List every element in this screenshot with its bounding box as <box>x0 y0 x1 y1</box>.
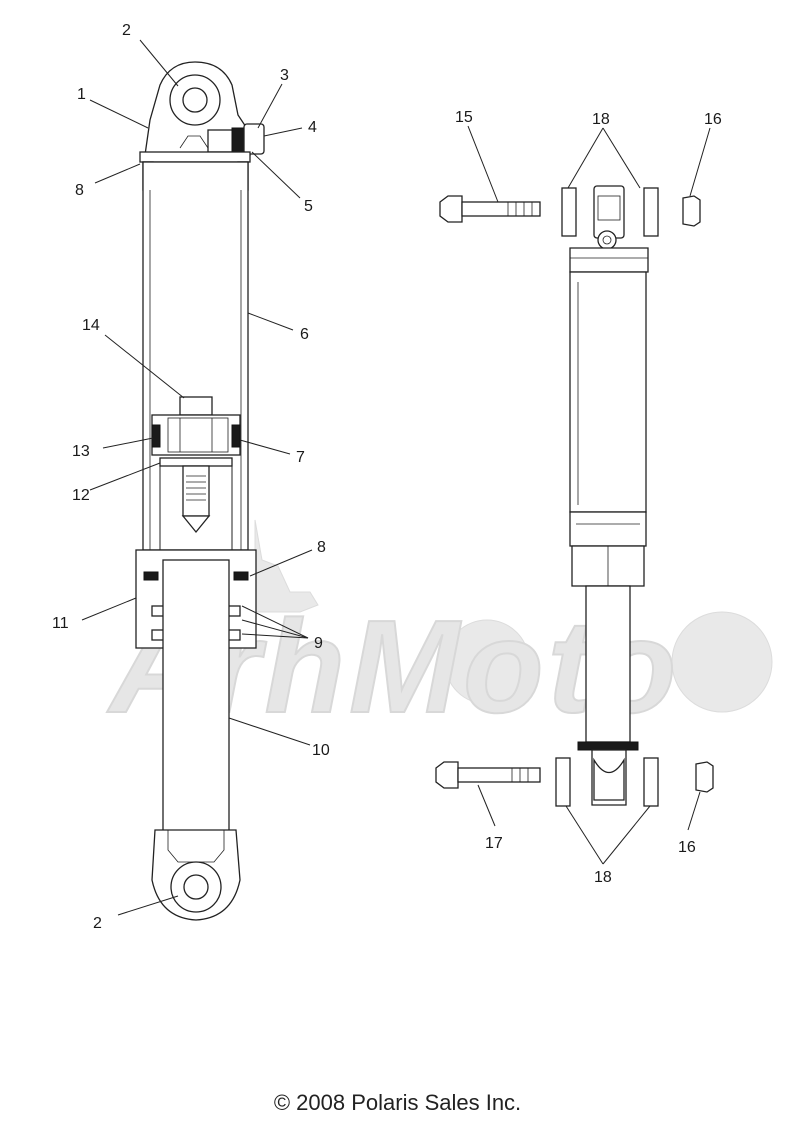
callout-8-bottom: 8 <box>317 539 326 556</box>
callout-8-top: 8 <box>75 182 84 199</box>
spacer-18-top-right <box>643 187 659 237</box>
callout-2-top: 2 <box>122 22 131 39</box>
shaft <box>585 585 631 743</box>
callout-11: 11 <box>52 615 69 632</box>
callout-17: 17 <box>485 835 503 852</box>
callout-5: 5 <box>304 198 313 215</box>
callout-14: 14 <box>82 317 100 334</box>
leader-lines <box>81 39 711 916</box>
callout-3: 3 <box>280 67 289 84</box>
outer-body <box>569 271 647 513</box>
callout-18-top: 18 <box>592 111 610 128</box>
top-clevis <box>593 185 625 239</box>
spacer-18-bottom-right <box>643 757 659 807</box>
callout-16-bottom: 16 <box>678 839 696 856</box>
callout-15: 15 <box>455 109 473 126</box>
copyright-notice: © 2008 Polaris Sales Inc. <box>273 1090 522 1115</box>
callout-18-bottom: 18 <box>594 869 612 886</box>
callout-labels: 1 2 2 3 4 5 6 7 8 8 9 10 11 12 13 14 15 … <box>52 22 722 932</box>
top-eye-inner <box>182 87 208 113</box>
callout-2-bottom: 2 <box>93 915 102 932</box>
left-shock-assembly <box>135 61 265 921</box>
callout-16-top: 16 <box>704 111 722 128</box>
valve-knob <box>243 123 265 155</box>
callout-6: 6 <box>300 326 309 343</box>
spacer-18-bottom-left <box>555 757 571 807</box>
piston <box>151 414 241 456</box>
callout-13: 13 <box>72 443 90 460</box>
callout-10: 10 <box>312 742 330 759</box>
bolt-17 <box>435 761 541 789</box>
callout-12: 12 <box>72 487 90 504</box>
nut-16-top <box>682 195 701 227</box>
callout-9: 9 <box>314 635 323 652</box>
callout-7: 7 <box>296 449 305 466</box>
nut-16-bottom <box>695 761 714 793</box>
lower-rod <box>162 559 230 836</box>
right-shock-assembly <box>435 185 714 807</box>
callout-1: 1 <box>77 86 86 103</box>
top-cap <box>569 247 649 273</box>
top-flange <box>139 151 251 163</box>
piston-shim <box>159 457 233 467</box>
bolt-15 <box>439 195 541 223</box>
collar <box>569 511 647 547</box>
spacer-18-top-left <box>561 187 577 237</box>
callout-4: 4 <box>308 119 317 136</box>
piston-shaft <box>182 465 210 517</box>
bottom-eye-inner <box>183 874 209 900</box>
rod-nut <box>179 396 213 416</box>
